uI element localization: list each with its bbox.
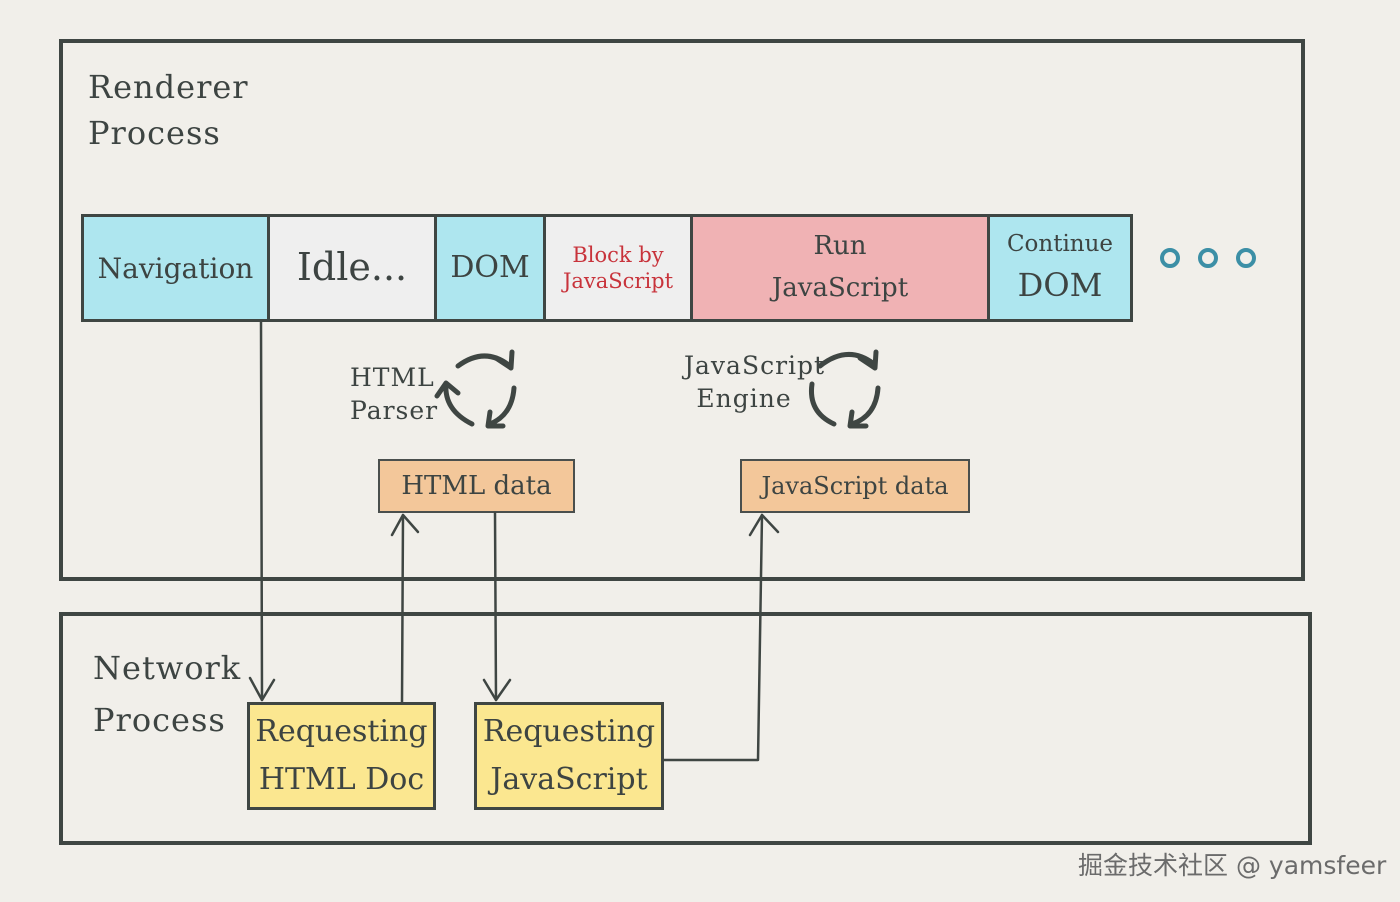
- network-process-panel: [59, 612, 1312, 845]
- timeline-segment-dom: DOM: [434, 214, 546, 322]
- arrow-request-html-to-html-data: [400, 513, 405, 704]
- requesting-html-doc-box: Requesting HTML Doc: [247, 702, 436, 810]
- renderer-process-title: Renderer Process: [88, 68, 249, 152]
- watermark-text: 掘金技术社区 @ yamsfeer: [1078, 851, 1387, 880]
- requesting-javascript-box: Requesting JavaScript: [474, 702, 664, 810]
- javascript-data-box: JavaScript data: [740, 459, 970, 513]
- javascript-engine-cycle-icon: [808, 349, 881, 429]
- timeline-segment-block-by-javascript: Block by JavaScript: [543, 214, 693, 322]
- javascript-engine-label: JavaScript Engine: [684, 351, 826, 413]
- html-parser-label: HTML Parser: [350, 363, 439, 425]
- arrow-navigation-to-request-html: [259, 320, 264, 702]
- html-parser-cycle-icon: [434, 349, 517, 429]
- html-data-box: HTML data: [378, 459, 575, 513]
- network-process-title: Network Process: [93, 649, 242, 739]
- arrow-html-data-to-request-js: [493, 511, 498, 702]
- timeline-segment-continue-dom: Continue DOM: [987, 214, 1133, 322]
- renderer-process-panel: [59, 39, 1305, 581]
- timeline-segment-navigation: Navigation: [81, 214, 270, 322]
- more-dots-icon: [1160, 248, 1260, 272]
- arrow-request-js-to-js-data: [662, 513, 764, 762]
- timeline-segment-idle: Idle...: [267, 214, 437, 322]
